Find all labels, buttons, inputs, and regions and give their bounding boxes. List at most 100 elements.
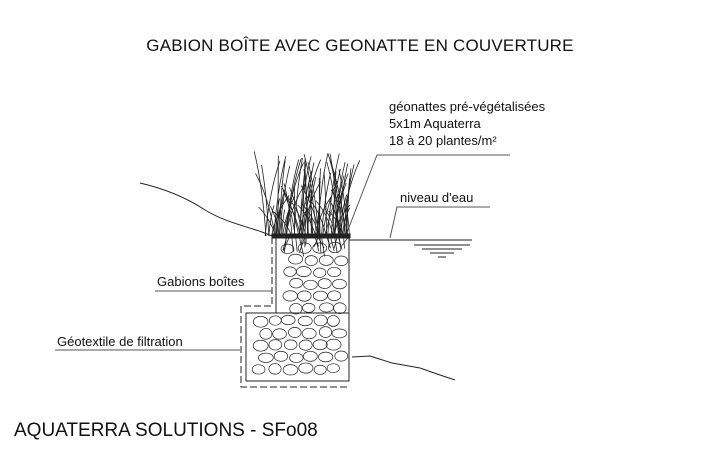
stone	[288, 253, 303, 265]
stone	[334, 255, 349, 267]
stone	[328, 241, 342, 254]
plant-blade	[285, 159, 300, 237]
plant-blade	[300, 185, 321, 237]
plant-blade	[289, 187, 303, 237]
stone	[268, 315, 282, 326]
plant-blade	[264, 160, 281, 237]
stone	[313, 364, 327, 375]
stone	[280, 314, 296, 326]
plant-blade	[286, 157, 302, 237]
plant-root	[318, 237, 325, 249]
plant-root	[315, 237, 320, 247]
plant-blade	[338, 169, 348, 237]
plant-blade	[282, 196, 295, 237]
plant-blade	[321, 172, 332, 237]
plant-root	[291, 237, 294, 253]
plant-blade	[314, 196, 332, 237]
plant-blade	[324, 208, 336, 237]
stone	[318, 326, 333, 338]
stone	[251, 364, 266, 375]
plant-blade	[271, 210, 293, 237]
footer-reference: AQUATERRA SOLUTIONS - SFo08	[14, 420, 318, 441]
plant-blade	[333, 173, 349, 237]
plant-blade	[329, 153, 340, 237]
stone	[298, 362, 314, 374]
plant-blade	[303, 154, 317, 237]
stone	[332, 278, 347, 290]
stone	[317, 278, 332, 289]
stone	[326, 363, 340, 374]
stone	[298, 339, 313, 351]
stone	[304, 255, 318, 266]
geonattes-label: géonattes pré-végétalisées 5x1m Aquaterr…	[389, 98, 545, 149]
stone-fill	[251, 241, 349, 376]
plant-root	[283, 237, 290, 251]
stone	[282, 290, 298, 302]
stone	[282, 364, 299, 376]
plant-blade	[301, 181, 321, 237]
plant-tufts	[253, 151, 361, 257]
stone	[312, 290, 328, 301]
plant-blade	[326, 162, 339, 237]
plant-root	[341, 237, 348, 246]
plant-blade	[305, 202, 313, 237]
stone	[327, 266, 342, 278]
gabions-label: Gabions boîtes	[157, 274, 245, 289]
plant-blade	[268, 205, 275, 237]
stone	[313, 267, 327, 278]
geonattes-label-line: géonattes pré-végétalisées	[389, 99, 546, 114]
plant-blade	[280, 185, 300, 237]
stone	[297, 290, 312, 302]
water-symbol-icon	[414, 244, 470, 258]
plant-root	[330, 237, 335, 251]
plant-blade	[304, 162, 315, 237]
stone	[302, 350, 318, 362]
lower-gabion	[245, 312, 350, 382]
stone	[289, 303, 303, 315]
left-bank-line	[139, 182, 273, 237]
stone	[302, 302, 316, 313]
plant-blade	[310, 201, 327, 237]
plant-blade	[273, 155, 287, 237]
plant-blade	[255, 173, 276, 237]
plant-blade	[293, 157, 303, 237]
plant-blade	[327, 153, 347, 237]
plant-blade	[258, 206, 276, 237]
plant-blade	[275, 198, 284, 237]
plant-blade	[329, 159, 343, 237]
geonattes-label-line: 18 à 20 plantes/m²	[389, 133, 497, 148]
stone	[327, 290, 342, 301]
plant-blade	[297, 204, 317, 237]
stone	[301, 327, 317, 340]
plant-blade	[279, 165, 291, 237]
plant-blade	[338, 194, 348, 237]
plant-blade	[300, 170, 313, 237]
stone	[331, 328, 348, 339]
stone	[288, 327, 302, 338]
plant-root	[299, 237, 305, 257]
plant-root	[328, 237, 330, 248]
geonatte-leader	[345, 154, 510, 236]
plant-blade	[303, 168, 309, 237]
stone	[252, 339, 269, 352]
plant-blade	[325, 191, 341, 237]
stone	[258, 352, 274, 363]
stone	[325, 338, 342, 351]
geonattes-label-line: 5x1m Aquaterra	[389, 116, 481, 131]
stone	[259, 328, 273, 340]
plant-blade	[298, 156, 312, 237]
stone	[318, 351, 334, 363]
geotextile-outline	[240, 237, 348, 388]
stone	[303, 279, 318, 290]
plant-blade	[327, 153, 340, 237]
stone	[289, 352, 304, 363]
stone	[327, 315, 340, 327]
stone	[268, 363, 282, 375]
stone	[312, 242, 328, 254]
stone	[319, 302, 334, 313]
stone	[289, 277, 304, 289]
plant-blade	[283, 183, 293, 237]
drawing-title: GABION BOÎTE AVEC GEONATTE EN COUVERTURE	[146, 36, 574, 55]
plant-blade	[322, 180, 338, 237]
